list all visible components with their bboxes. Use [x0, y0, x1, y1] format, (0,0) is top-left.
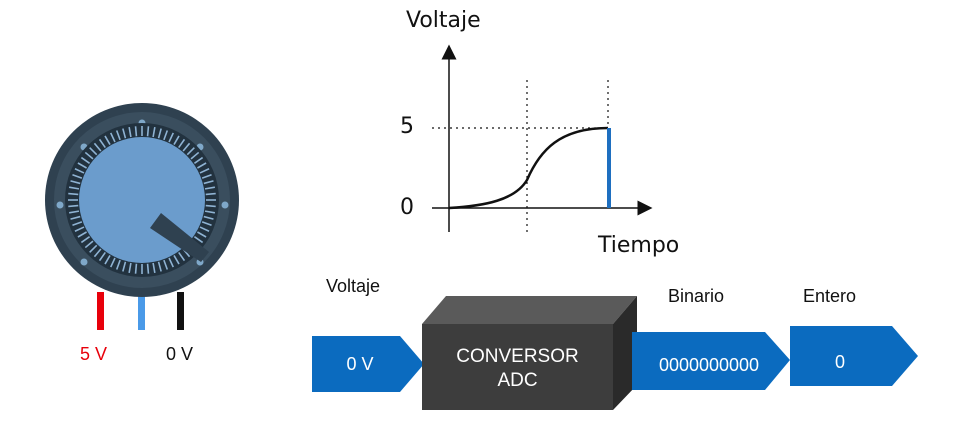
- knob-tick: [89, 244, 98, 253]
- knob-tick: [205, 204, 216, 208]
- knob-tick: [152, 126, 156, 138]
- input-title: Voltaje: [326, 276, 381, 296]
- knob-tick: [68, 204, 79, 208]
- knob-tick: [89, 147, 98, 156]
- binary-title: Binario: [668, 286, 725, 306]
- knob-tick: [201, 173, 212, 179]
- knob-tick: [122, 261, 127, 272]
- knob-pointer: [150, 213, 209, 262]
- adc-title-line1: CONVERSOR: [456, 346, 579, 367]
- input-arrow: [312, 336, 424, 392]
- knob-tick: [193, 236, 204, 244]
- knob-tick: [122, 128, 127, 139]
- knob-tick: [163, 259, 169, 270]
- plot-xlabel: Tiempo: [598, 233, 680, 258]
- knob-tick: [84, 240, 94, 249]
- knob-tick: [152, 262, 156, 274]
- knob-tick: [193, 156, 204, 164]
- integer-value: 0: [834, 352, 845, 372]
- knob-tick: [110, 132, 116, 143]
- pin-5v: [97, 292, 104, 330]
- knob-tick: [168, 132, 174, 143]
- knob-tick: [173, 255, 180, 265]
- knob-tick: [146, 126, 150, 137]
- knob-tick: [134, 126, 138, 137]
- knob-tick: [77, 231, 87, 238]
- knob-tick: [93, 248, 102, 258]
- knob-tick: [72, 173, 83, 179]
- knob-tick: [199, 226, 210, 232]
- knob-tick: [204, 186, 216, 190]
- knob-tick: [80, 236, 91, 244]
- knob-tick: [199, 168, 210, 174]
- knob-tick: [173, 135, 180, 145]
- knob-tick: [197, 231, 207, 238]
- adc-title-line2: ADC: [497, 370, 538, 391]
- knob-tick: [157, 128, 162, 139]
- knob-tick: [203, 180, 214, 185]
- plot-ylabel: Voltaje: [406, 8, 481, 33]
- knob-tick: [134, 263, 138, 274]
- knob-tick: [98, 251, 106, 262]
- adc-box-top: [422, 296, 637, 324]
- knob-tick: [182, 142, 191, 152]
- knob-tick: [201, 221, 212, 227]
- knob-tick: [70, 180, 81, 185]
- adc-box-side: [613, 296, 637, 410]
- knob-tick: [190, 151, 200, 160]
- knob-tick: [72, 221, 83, 227]
- ytick-5: 5: [400, 114, 414, 139]
- knob-tick: [80, 156, 91, 164]
- knob-tick: [104, 135, 111, 145]
- knob-tick: [146, 263, 150, 274]
- knob-tick: [110, 257, 116, 268]
- knob-tick: [68, 186, 80, 190]
- binary-value: 0000000000: [658, 355, 760, 375]
- knob-tick: [68, 210, 80, 214]
- knob-tick: [104, 255, 111, 265]
- knob-tick: [178, 251, 186, 262]
- knob-tick: [128, 126, 132, 138]
- knob-tick: [205, 192, 216, 196]
- knob-tick: [74, 226, 85, 232]
- knob-tick: [204, 210, 216, 214]
- knob-tick: [197, 162, 207, 169]
- knob-tick: [178, 138, 186, 149]
- pin-label-0v: 0 V: [166, 344, 194, 364]
- knob-tick: [115, 259, 121, 270]
- knob-tick: [77, 162, 87, 169]
- input-value: 0 V: [346, 354, 374, 374]
- knob-tick: [84, 151, 94, 160]
- knob-tick: [68, 192, 79, 196]
- knob-tick: [98, 138, 106, 149]
- integer-title: Entero: [803, 286, 857, 306]
- ytick-0: 0: [400, 195, 414, 220]
- knob-tick: [70, 215, 81, 220]
- pin-0v: [177, 292, 184, 330]
- knob-tick: [163, 130, 169, 141]
- knob-tick: [93, 142, 102, 152]
- knob-tick: [186, 147, 195, 156]
- pin-label-5v: 5 V: [80, 344, 108, 364]
- knob-tick: [128, 262, 132, 274]
- knob-tick: [203, 215, 214, 220]
- pin-wiper: [138, 292, 145, 330]
- knob-tick: [115, 130, 121, 141]
- knob-tick: [168, 257, 174, 268]
- knob-tick: [157, 261, 162, 272]
- binary-arrow: [632, 332, 790, 390]
- knob-ticks: [68, 126, 216, 274]
- knob-tick: [74, 168, 85, 174]
- adc-box-front: [422, 324, 613, 410]
- integer-arrow: [790, 326, 918, 386]
- voltage-curve: [448, 126, 609, 210]
